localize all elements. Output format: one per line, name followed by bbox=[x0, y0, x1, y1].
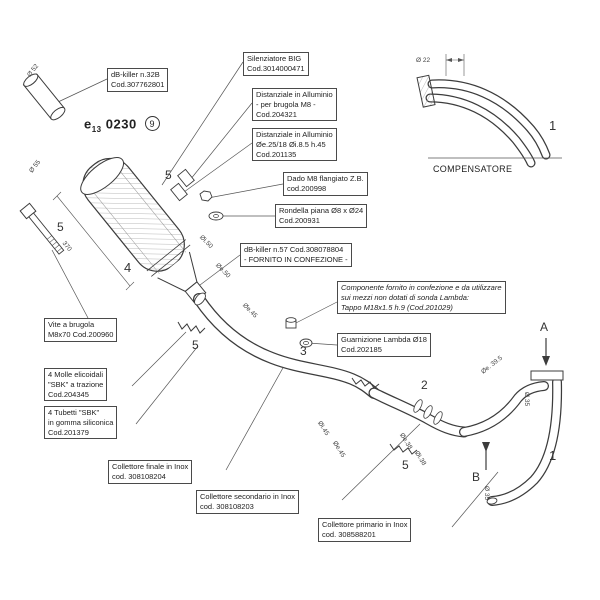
callout-collettore-secondario: Collettore secondario in Inox cod. 30810… bbox=[196, 490, 300, 514]
callout-dado-m8: Dado M8 flangiato Z.B. cod.200998 bbox=[283, 172, 368, 196]
callout-tubetti-sbk: 4 Tubetti "SBK" in gomma siliconica Cod.… bbox=[44, 406, 118, 440]
marker-bolt-5: 5 bbox=[57, 220, 64, 234]
dim-d35-bottom: Ø 35 bbox=[483, 486, 490, 501]
callout-collettore-primario: Collettore primario in Inox cod. 3085882… bbox=[318, 518, 412, 542]
marker-spacers-5: 5 bbox=[165, 168, 172, 182]
callout-molle-sbk: 4 Molle elicoidali "SBK" a trazione Cod.… bbox=[44, 368, 108, 402]
leader-lines bbox=[51, 61, 499, 528]
marker-midpipe-3: 3 bbox=[300, 344, 307, 358]
compensator-part bbox=[416, 54, 562, 168]
homologation-mark: e13 0230 9 bbox=[84, 116, 160, 134]
homologation-e: e bbox=[84, 116, 92, 132]
marker-spring-right-5: 5 bbox=[402, 458, 409, 472]
homologation-circle: 9 bbox=[144, 116, 160, 131]
bolt-part bbox=[19, 202, 65, 255]
marker-secondary-2: 2 bbox=[421, 378, 428, 392]
marker-compensator-1: 1 bbox=[549, 118, 557, 133]
marker-direction-b: B bbox=[472, 470, 481, 484]
callout-silenziatore-big: Silenziatore BIG Cod.3014000471 bbox=[243, 52, 309, 76]
flow-arrows bbox=[482, 338, 550, 470]
marker-direction-a: A bbox=[540, 320, 549, 334]
spacer-parts bbox=[170, 168, 224, 221]
marker-muffler-4: 4 bbox=[124, 260, 132, 275]
callout-collettore-finale: Collettore finale in Inox cod. 308108204 bbox=[108, 460, 193, 484]
marker-header-1: 1 bbox=[549, 448, 557, 463]
lambda-plug-part bbox=[285, 317, 297, 329]
secondary-collector-pipe bbox=[368, 387, 470, 438]
dim-d35-top: Ø 35 bbox=[523, 392, 530, 407]
nut-part bbox=[199, 190, 213, 202]
db-killer-32b-part bbox=[22, 73, 66, 121]
callout-guarnizione-lambda: Guarnizione Lambda Ø18 Cod.202185 bbox=[337, 333, 431, 357]
callout-db-killer-57: dB-killer n.57 Cod.308078804 - FORNITO I… bbox=[240, 243, 352, 267]
dimension-370-line bbox=[52, 191, 135, 291]
arrow-a-down-icon bbox=[542, 356, 550, 366]
primary-collector-pipe bbox=[459, 370, 564, 506]
marker-spring-left-5: 5 bbox=[192, 338, 199, 352]
washer-part bbox=[208, 211, 224, 221]
header-flange-part bbox=[530, 370, 564, 381]
callout-distanziale-25-18: Distanziale in Alluminio Øe.25/18 Øi.8.5… bbox=[252, 128, 337, 162]
homologation-number: 0230 bbox=[105, 116, 137, 132]
callout-rondella-piana: Rondella piana Ø8 x Ø24 Cod.200931 bbox=[275, 204, 368, 228]
callout-componente-lambda: Componente fornito in confezione e da ut… bbox=[337, 281, 506, 315]
compensator-label: COMPENSATORE bbox=[433, 164, 513, 174]
homologation-sub: 13 bbox=[91, 125, 102, 135]
callout-db-killer-32b: dB-killer n.32B Cod.307762801 bbox=[107, 68, 169, 92]
muffler-part bbox=[80, 157, 207, 303]
callout-vite-brugola: Vite a brugola M8x70 Cod.200960 bbox=[44, 318, 118, 342]
callout-distanziale-brugola: Distanziale in Alluminio - per brugola M… bbox=[252, 88, 337, 122]
dim-d22: Ø 22 bbox=[416, 57, 431, 64]
arrow-b-up-icon bbox=[482, 442, 490, 452]
spring-parts bbox=[177, 321, 418, 455]
dimension-22-lines bbox=[445, 54, 465, 76]
final-collector-pipe bbox=[193, 292, 380, 399]
